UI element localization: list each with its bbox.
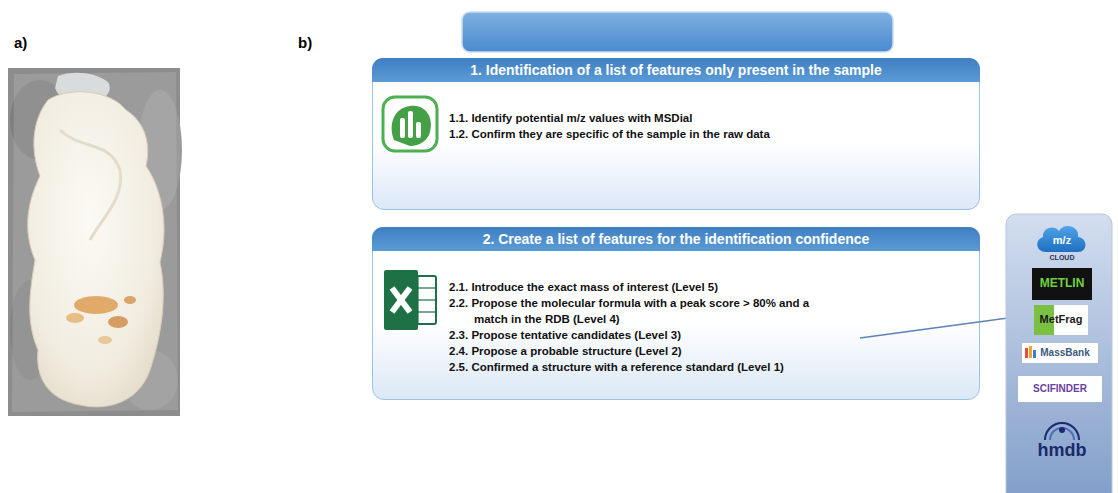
logo-text: hmdb [1027, 440, 1097, 461]
art-rect [408, 111, 413, 138]
step-item: 1.2. Confirm they are specific of the sa… [449, 126, 843, 142]
step-item: 2.4. Propose a probable structure (Level… [449, 343, 843, 359]
excel-icon [384, 270, 436, 330]
art-ellipse [124, 296, 136, 304]
art-rect [1025, 348, 1028, 358]
art-rect [1033, 350, 1036, 358]
step-item: 1.1. Identify potential m/z values with … [449, 110, 843, 126]
art-rect [383, 97, 437, 151]
step-box: 2. Create a list of features for the ide… [372, 227, 980, 400]
art-ellipse [108, 316, 128, 328]
art-line [392, 288, 410, 312]
logo-text: METLIN [1032, 277, 1092, 291]
art-path [28, 92, 164, 407]
art-path [1050, 428, 1074, 440]
art-ellipse [66, 313, 84, 323]
art-rect [400, 118, 405, 138]
msdial-icon [383, 97, 437, 151]
step-list: 2.1. Introduce the exact mass of interes… [373, 279, 979, 375]
logo-text: m/z [1032, 234, 1092, 247]
art-circle [1059, 427, 1065, 433]
step-item: 2.5. Confirmed a structure with a refere… [449, 359, 843, 375]
title-bar [462, 12, 893, 52]
art-ellipse [74, 296, 118, 314]
logo-text: SCIFINDER [1018, 383, 1102, 395]
logo-text: MetFrag [1034, 313, 1088, 326]
art-rect [1018, 376, 1102, 402]
art-rect [1032, 268, 1092, 300]
art-rect [1006, 214, 1112, 493]
art-path [12, 72, 178, 412]
step-item: 2.1. Introduce the exact mass of interes… [449, 279, 843, 295]
step-list: 1.1. Identify potential m/z values with … [373, 110, 979, 142]
logo-text: MassBank [1030, 347, 1100, 359]
sample-photo [8, 68, 182, 416]
art-ellipse [98, 336, 112, 344]
art-path [392, 106, 431, 146]
art-path [1045, 423, 1079, 440]
step-item: 2.3. Propose tentative candidates (Level… [449, 327, 843, 343]
leader-line [860, 318, 1008, 338]
step-heading: 1. Identification of a list of features … [372, 58, 980, 82]
step-heading: 2. Create a list of features for the ide… [372, 227, 980, 251]
art-rect [8, 68, 180, 416]
panel-letter: b) [298, 34, 328, 51]
logo-text: CLOUD [1032, 254, 1092, 262]
art-path [60, 130, 121, 240]
database-panel [1006, 214, 1112, 493]
panel-letter: a) [14, 34, 44, 51]
art-rect [1034, 305, 1088, 335]
step-box: 1. Identification of a list of features … [372, 58, 980, 210]
art-line [392, 288, 410, 312]
step-item: 2.2. Propose the molecular formula with … [449, 295, 843, 327]
art-rect [416, 122, 421, 138]
art-rect [1029, 346, 1032, 358]
art-rect [384, 270, 418, 330]
